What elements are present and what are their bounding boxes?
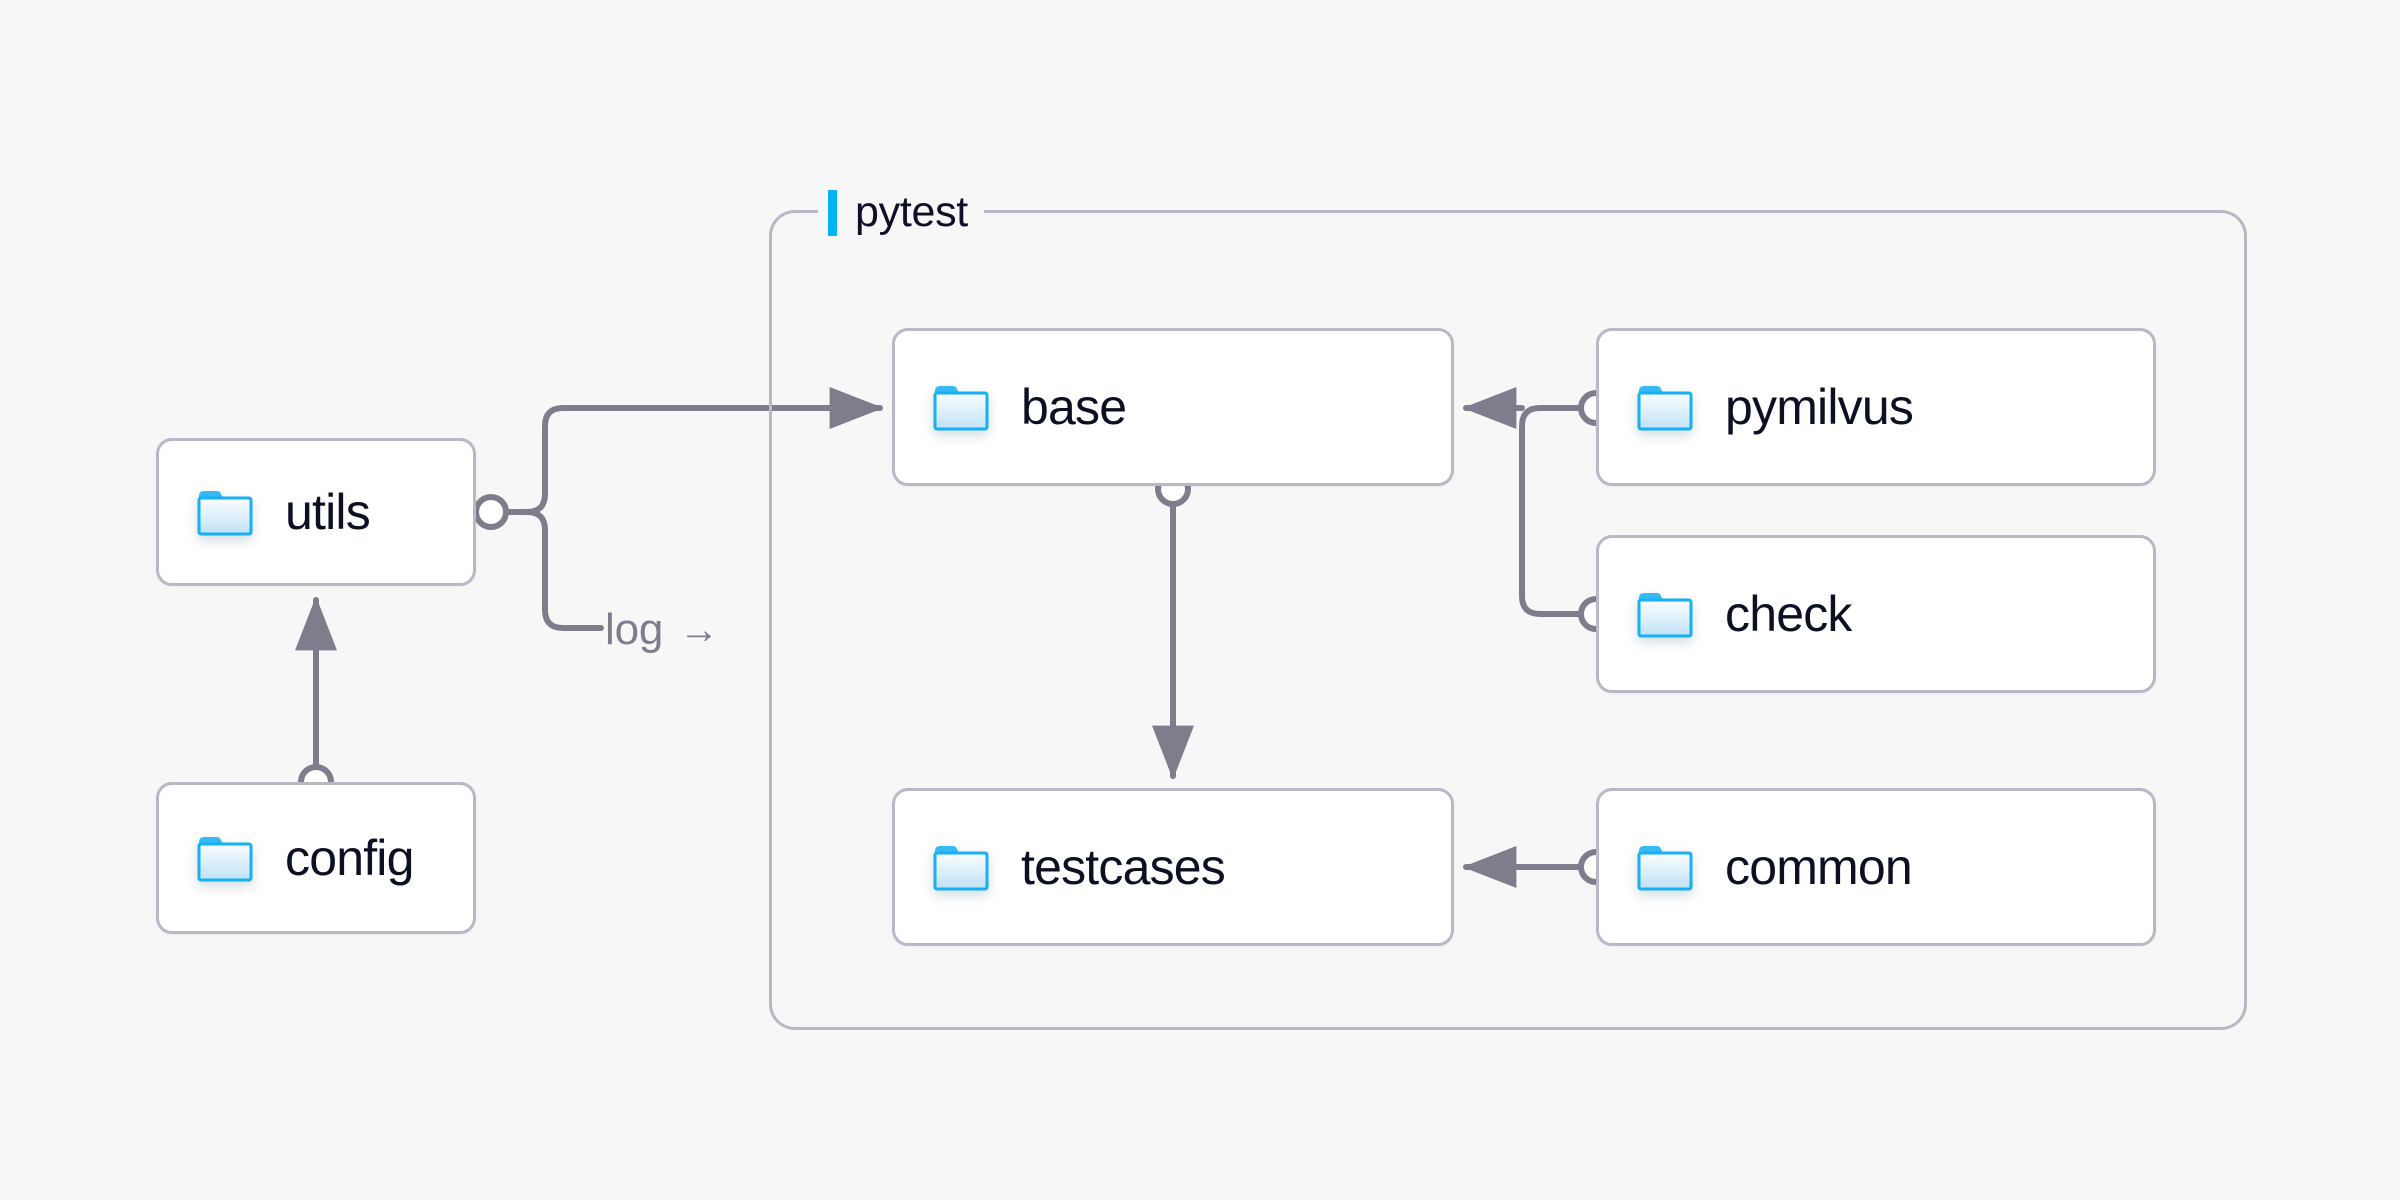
pytest-group-container[interactable] [769, 210, 2247, 1030]
node-label: base [1021, 379, 1127, 435]
edge-label-log: log → [605, 608, 719, 652]
node-label: common [1725, 839, 1913, 895]
node-label: testcases [1021, 839, 1226, 895]
edge-label-log-text: log [605, 605, 664, 654]
folder-icon [197, 834, 253, 882]
folder-icon [197, 488, 253, 536]
group-accent-bar [828, 189, 837, 236]
node-label: utils [285, 484, 371, 540]
node-label: check [1725, 586, 1852, 642]
pytest-group-label: pytest [818, 188, 984, 237]
edge-utils-to-log [488, 509, 604, 631]
node-label: config [285, 830, 414, 886]
node-utils[interactable]: utils [156, 438, 476, 586]
node-pymilvus[interactable]: pymilvus [1596, 328, 2156, 486]
folder-icon [1637, 590, 1693, 638]
node-base[interactable]: base [892, 328, 1454, 486]
folder-icon [933, 383, 989, 431]
node-label: pymilvus [1725, 379, 1914, 435]
folder-icon [1637, 383, 1693, 431]
arrow-right-icon: → [679, 608, 719, 652]
node-config[interactable]: config [156, 782, 476, 934]
node-testcases[interactable]: testcases [892, 788, 1454, 946]
node-check[interactable]: check [1596, 535, 2156, 693]
folder-icon [1637, 843, 1693, 891]
folder-icon [933, 843, 989, 891]
node-common[interactable]: common [1596, 788, 2156, 946]
group-label-text: pytest [855, 188, 968, 236]
handle-utils-right [473, 494, 509, 530]
